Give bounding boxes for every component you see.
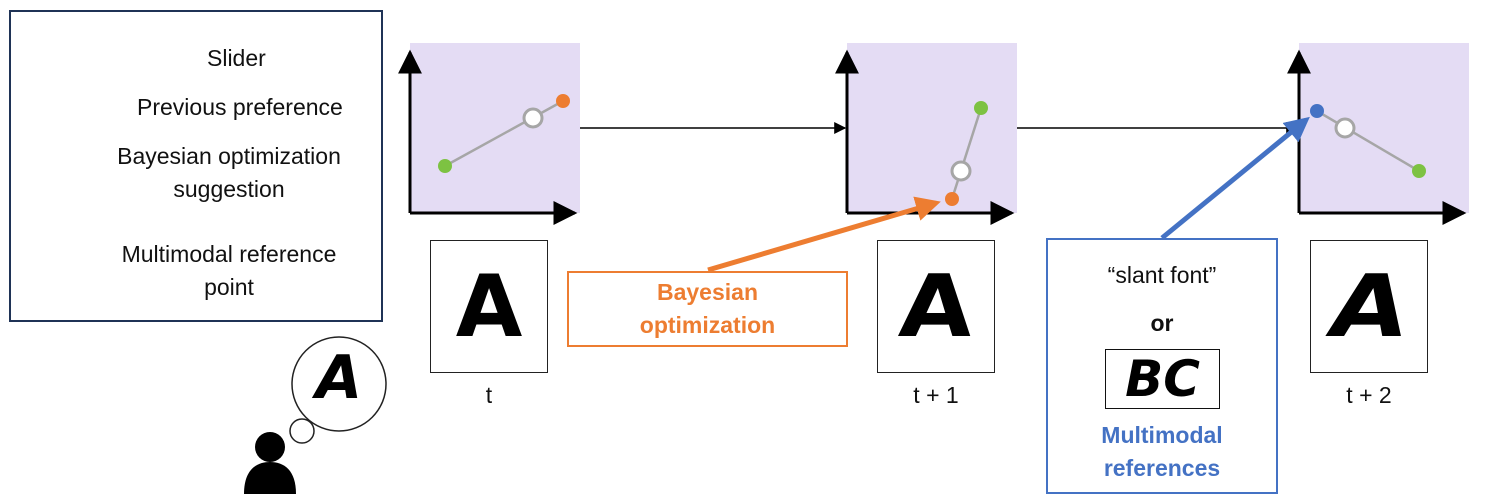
bayesian-optimization-line2: optimization: [639, 312, 776, 338]
multimodal-caption-line1: Multimodal: [1101, 422, 1223, 448]
or-label: or: [1150, 310, 1174, 336]
bo-suggestion-point-t: [556, 94, 570, 108]
bo-suggestion-point-t-plus-1: [945, 192, 959, 206]
slider-handle-t-plus-2[interactable]: [1334, 117, 1356, 139]
plot-t: [398, 43, 580, 225]
legend-reference-line1: Multimodal reference: [121, 241, 337, 267]
letter-image-t-plus-2: A: [1310, 240, 1428, 373]
slider-line-t-plus-1: [950, 107, 983, 200]
legend-slider-label: Slider: [207, 45, 266, 71]
legend-reference-label: Multimodal reference point: [91, 238, 367, 304]
letter-image-t-plus-1: A: [877, 240, 995, 373]
previous-preference-point-t-plus-1: [974, 101, 988, 115]
bayesian-optimization-arrow: [707, 196, 941, 273]
user-body-icon: [244, 462, 296, 494]
previous-preference-point-t: [438, 159, 452, 173]
step-label-t-plus-2: t + 2: [1346, 382, 1392, 408]
letter-glyph-t: A: [455, 256, 523, 357]
text-query: “slant font”: [1107, 262, 1217, 288]
reference-point-t-plus-2: [1310, 104, 1324, 118]
letter-glyph-t-plus-2: A: [1320, 256, 1418, 357]
plot-t-plus-1: [835, 43, 1017, 225]
step-label-t-plus-1: t + 1: [913, 382, 959, 408]
legend-previous-preference-label: Previous preference: [137, 94, 343, 120]
previous-preference-point-t-plus-2: [1412, 164, 1426, 178]
thought-glyph: A: [315, 343, 363, 413]
legend-bo-suggestion-line2: suggestion: [173, 176, 285, 202]
image-query: BC: [1105, 349, 1220, 409]
multimodal-references-caption: Multimodal references: [1048, 419, 1276, 485]
slider-line-t-plus-2: [1316, 109, 1420, 173]
multimodal-caption-line2: references: [1103, 455, 1221, 481]
user-thinking-figure: [244, 336, 387, 494]
user-head-icon: [255, 432, 285, 462]
legend-bo-suggestion-line1: Bayesian optimization: [117, 143, 341, 169]
bayesian-optimization-line1: Bayesian: [656, 279, 758, 305]
thought-bubble-small: [289, 418, 315, 444]
legend-box: Slider Previous preference Bayesian opti…: [9, 10, 383, 322]
letter-image-t: A: [430, 240, 548, 373]
multimodal-references-box: “slant font” or BC Multimodal references: [1046, 238, 1278, 494]
slider-handle-t-plus-1[interactable]: [950, 160, 972, 182]
legend-reference-line2: point: [204, 274, 254, 300]
thought-bubble-large: [291, 336, 387, 432]
bayesian-optimization-box: Bayesian optimization: [567, 271, 848, 347]
legend-bo-suggestion-label: Bayesian optimization suggestion: [91, 140, 367, 206]
letter-glyph-t-plus-1: A: [895, 256, 977, 357]
multimodal-reference-arrow: [1160, 116, 1310, 240]
slider-handle-t[interactable]: [522, 107, 544, 129]
plot-t-plus-2: [1287, 43, 1469, 225]
step-label-t: t: [485, 382, 493, 408]
slider-line-t: [444, 99, 564, 168]
